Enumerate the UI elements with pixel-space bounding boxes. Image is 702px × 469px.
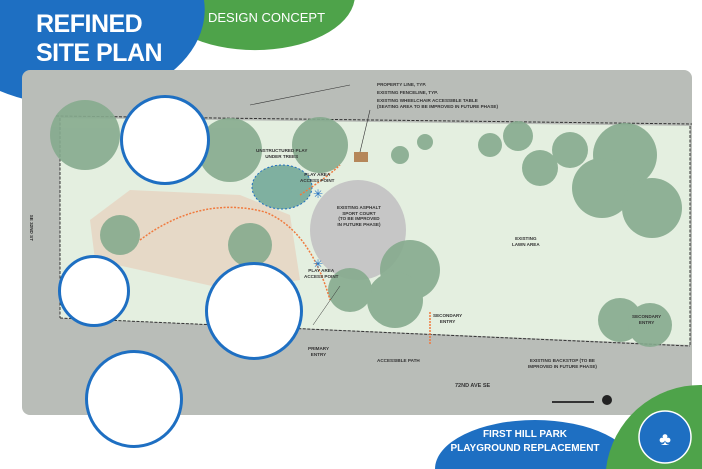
- street-south-label: 72ND AVE SE: [455, 383, 491, 389]
- spinner-seats-callout: [58, 255, 130, 327]
- footer-blue-shape: [435, 420, 635, 469]
- swing-callout: [205, 262, 303, 360]
- tree-icon: ♣: [659, 429, 671, 449]
- header-green-shape: [155, 0, 355, 51]
- page-title: REFINED SITE PLAN: [36, 10, 163, 67]
- footer-title: FIRST HILL PARK PLAYGROUND REPLACEMENT: [450, 429, 600, 454]
- accessible-path-line: [139, 206, 331, 301]
- access-point-icon: ✳: [313, 187, 323, 201]
- fenceline-label: EXISTING FENCELINE, TYP.: [377, 90, 438, 95]
- log-climber-callout: [85, 350, 183, 448]
- fenceline: [59, 317, 691, 347]
- city-seal: [638, 410, 692, 464]
- trees: [50, 100, 682, 347]
- play-structure-callout: [120, 95, 210, 185]
- property-line-label: PROPERTY LINE, TYP.: [377, 82, 427, 87]
- accessible-table: [354, 152, 368, 162]
- accessible-path-label: ACCESSIBLE PATH: [377, 358, 420, 363]
- sport-court: [310, 180, 406, 280]
- subtitle: DESIGN CONCEPT: [208, 10, 326, 25]
- access-point-icon: ✳: [313, 257, 323, 271]
- street-west-label: SE 32ND ST: [29, 214, 35, 242]
- scale-bar: [552, 401, 594, 403]
- north-arrow-icon: [602, 395, 612, 405]
- table-label: EXISTING WHEELCHAIR ACCESSIBLE TABLE(SEA…: [377, 98, 498, 109]
